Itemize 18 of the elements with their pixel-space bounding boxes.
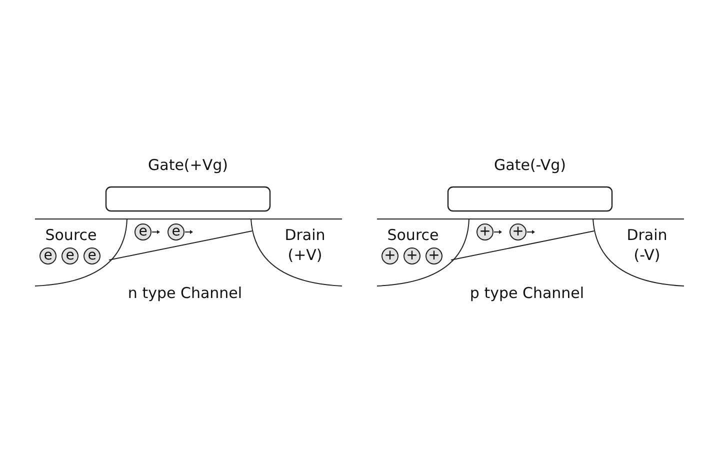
charge-carrier-circle: e bbox=[168, 224, 184, 240]
charge-carrier-circle: e bbox=[84, 248, 100, 264]
gate-label: Gate(-Vg) bbox=[494, 155, 566, 175]
charge-carrier-circle: + bbox=[404, 248, 420, 264]
gate-label: Gate(+Vg) bbox=[148, 155, 228, 175]
charge-carrier-circle: e bbox=[40, 248, 56, 264]
drain-label: Drain (+V) bbox=[284, 225, 326, 265]
source-label: Source bbox=[387, 225, 439, 245]
charge-carrier-circle: + bbox=[426, 248, 442, 264]
charge-carrier-circle: + bbox=[510, 224, 526, 240]
source-label: Source bbox=[45, 225, 97, 245]
charge-carrier-circle: + bbox=[476, 224, 494, 240]
drain-label: Drain (-V) bbox=[626, 225, 668, 265]
charge-carrier-circle: e bbox=[62, 248, 78, 264]
charge-carrier-circle: + bbox=[382, 248, 398, 264]
channel-label: n type Channel bbox=[128, 283, 242, 303]
channel-label: p type Channel bbox=[470, 283, 584, 303]
charge-carrier-circle: e bbox=[134, 224, 152, 240]
